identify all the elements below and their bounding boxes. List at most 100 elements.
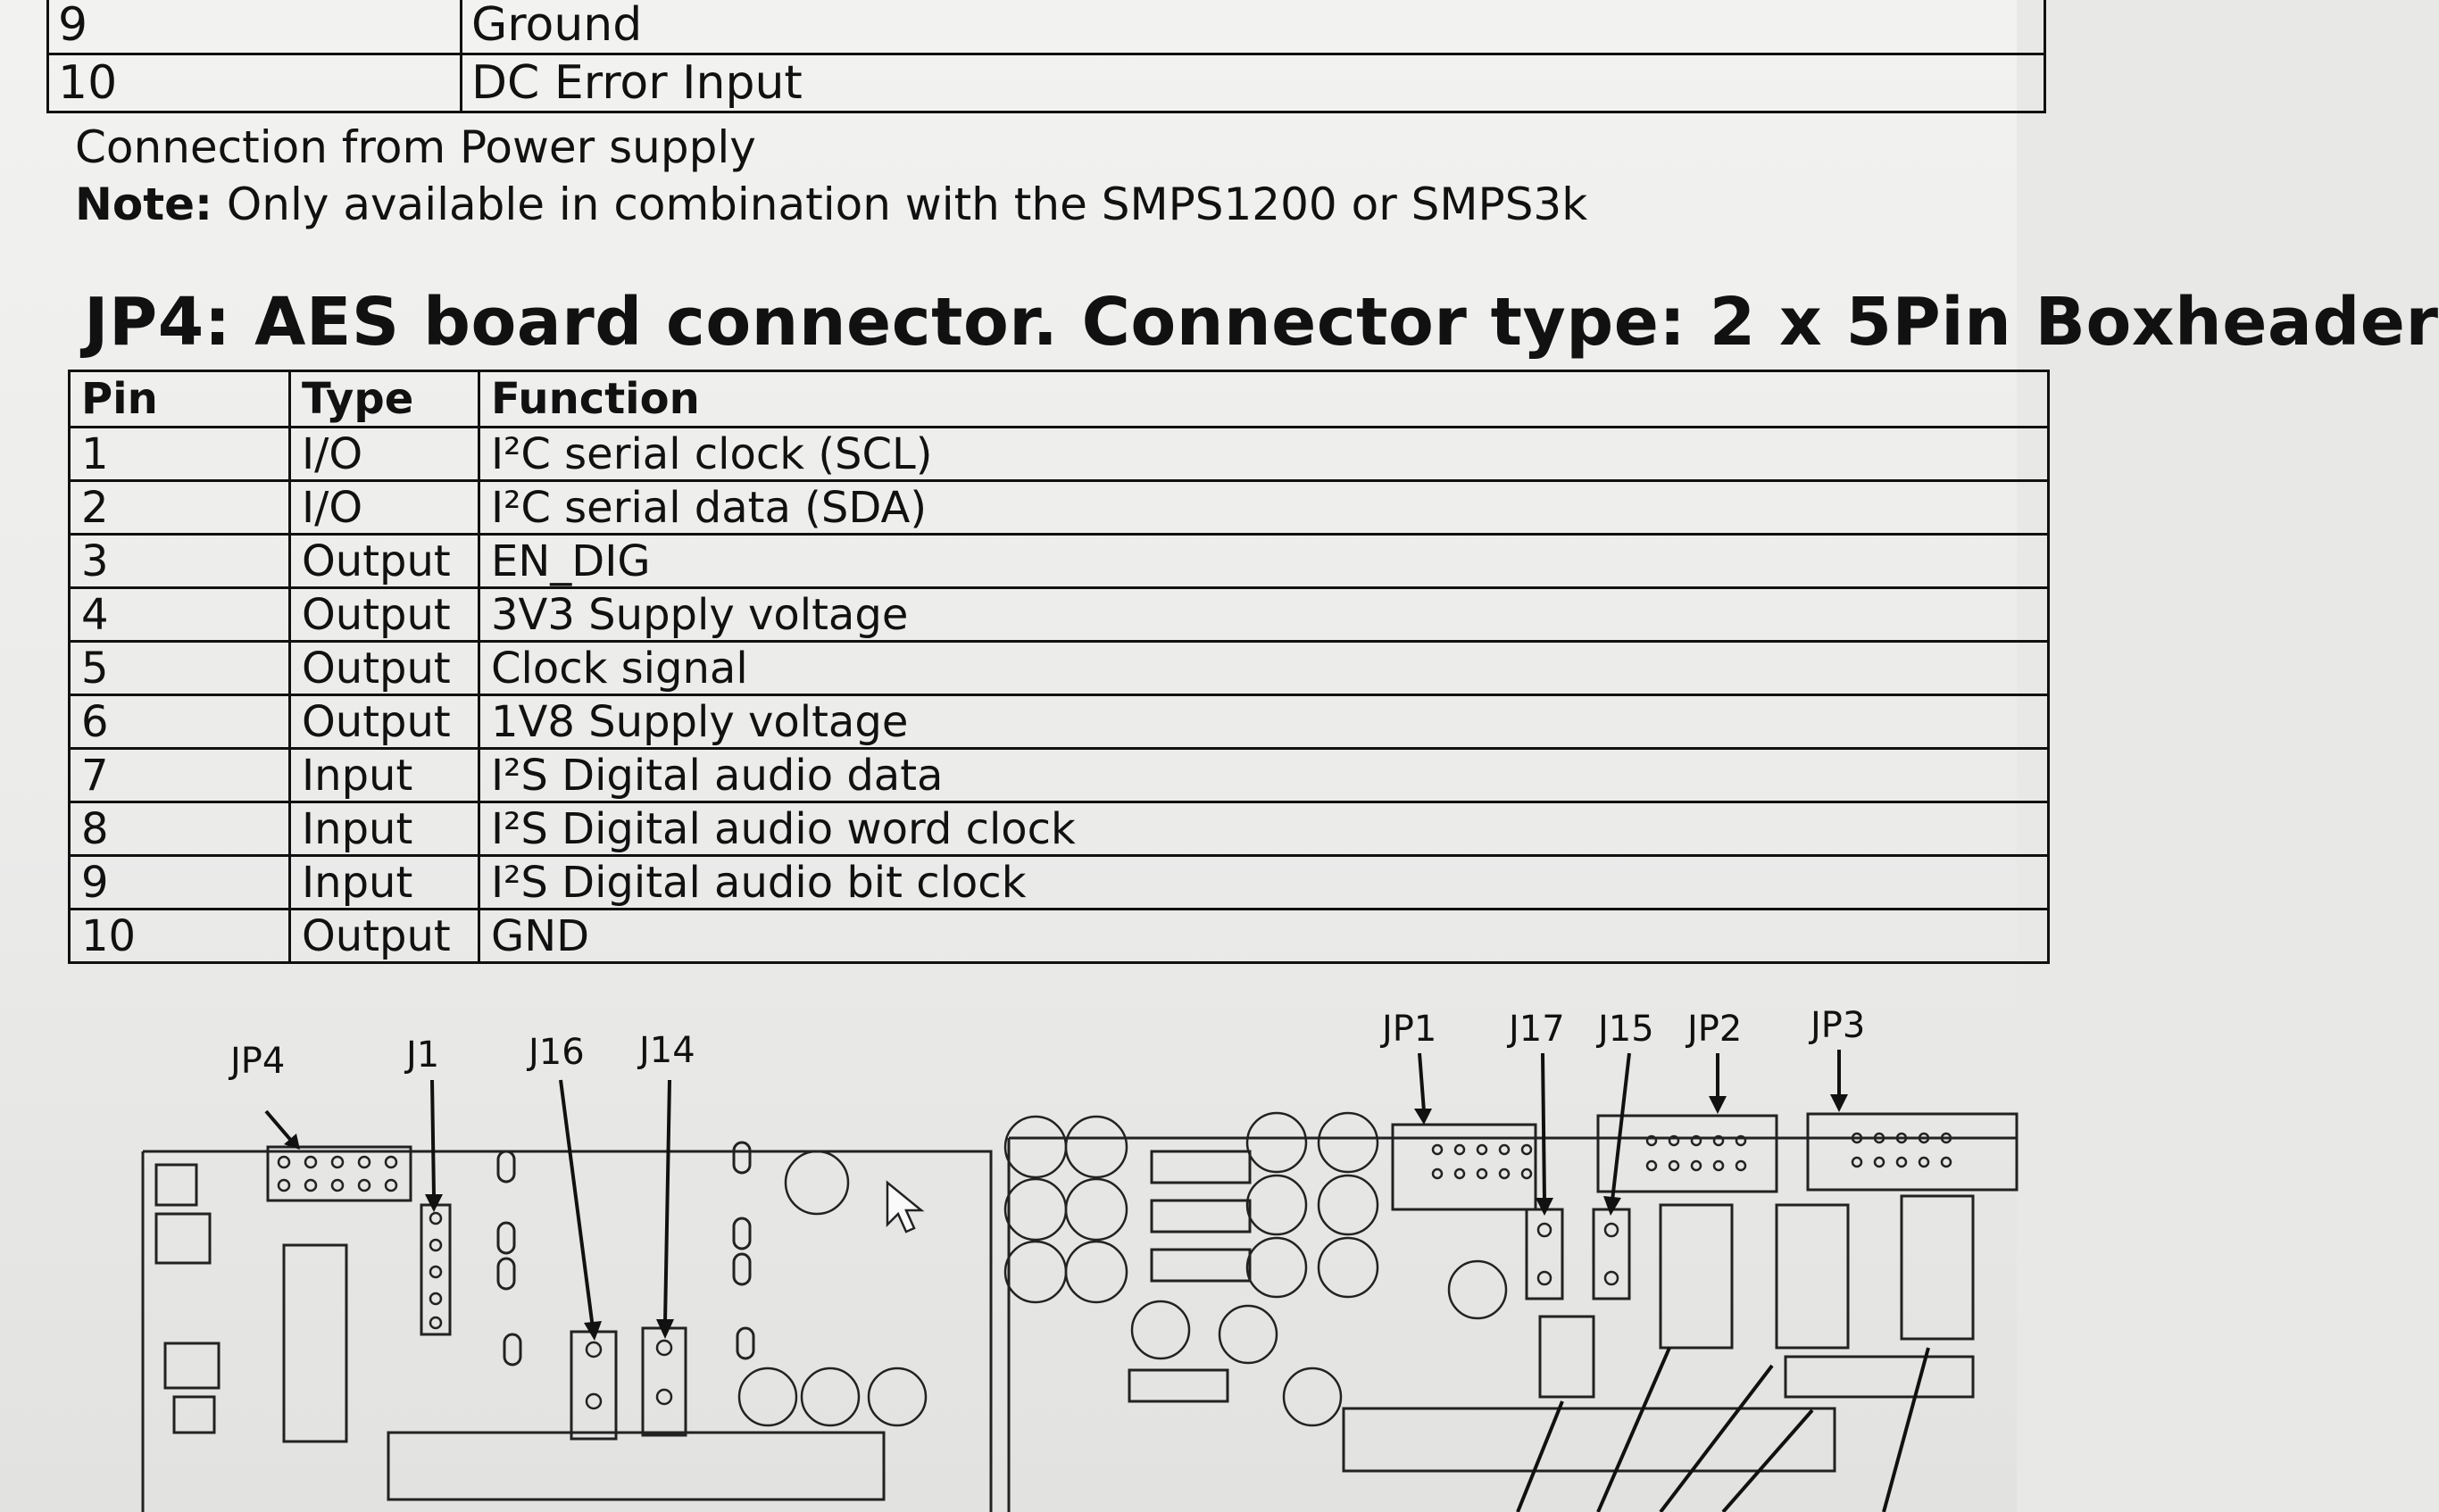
type-cell: Input bbox=[288, 747, 480, 803]
label-j15: J15 bbox=[1595, 1009, 1654, 1050]
pin-strip bbox=[1784, 1355, 1975, 1399]
type-cell: Output bbox=[288, 908, 480, 964]
function-cell: 3V3 Supply voltage bbox=[478, 586, 2050, 643]
pin-cell: 8 bbox=[68, 801, 291, 857]
arrowhead bbox=[656, 1319, 674, 1339]
pin-cell: 7 bbox=[68, 747, 291, 803]
tall-connector bbox=[1775, 1203, 1850, 1350]
capacitors bbox=[737, 1111, 1508, 1427]
function-cell: Ground bbox=[460, 0, 2046, 55]
small-connector bbox=[163, 1342, 221, 1390]
type-cell: Input bbox=[288, 801, 480, 857]
three-pin-block bbox=[1150, 1199, 1252, 1234]
jp2-header bbox=[1596, 1114, 1778, 1193]
arrowhead bbox=[284, 1134, 300, 1150]
j1-pins bbox=[429, 1211, 443, 1330]
arrow-j17 bbox=[1541, 1052, 1546, 1201]
function-cell: I²S Digital audio word clock bbox=[478, 801, 2050, 857]
table-row: 9 Ground bbox=[46, 0, 2046, 55]
j14-connector bbox=[641, 1326, 687, 1437]
small-connector bbox=[154, 1212, 212, 1265]
type-cell: I/O bbox=[288, 426, 480, 482]
arrowhead bbox=[1603, 1196, 1621, 1216]
resistor bbox=[496, 1257, 516, 1291]
pin-cell: 5 bbox=[68, 640, 291, 696]
resistor bbox=[732, 1252, 752, 1286]
arrow-j15 bbox=[1611, 1052, 1631, 1201]
arrow-j1 bbox=[430, 1079, 436, 1197]
tall-connector bbox=[1900, 1194, 1975, 1341]
pin-cell: 3 bbox=[68, 533, 291, 589]
pin-cell: 6 bbox=[68, 694, 291, 750]
type-cell: Output bbox=[288, 694, 480, 750]
arrowhead bbox=[1709, 1096, 1727, 1114]
resistor bbox=[736, 1326, 755, 1360]
small-connector bbox=[172, 1395, 216, 1434]
type-cell: Output bbox=[288, 533, 480, 589]
three-pin-block bbox=[1128, 1368, 1229, 1403]
pin-cell: 2 bbox=[68, 479, 291, 536]
board-outline-left bbox=[141, 1150, 993, 1512]
function-cell: I²S Digital audio bit clock bbox=[478, 854, 2050, 910]
function-cell: 1V8 Supply voltage bbox=[478, 694, 2050, 750]
note-label: Note: bbox=[75, 179, 213, 230]
label-jp4: JP4 bbox=[228, 1041, 285, 1082]
arrowhead bbox=[584, 1321, 602, 1341]
arrow-jp4 bbox=[264, 1109, 295, 1144]
arrowhead bbox=[1830, 1094, 1848, 1112]
resistor bbox=[732, 1217, 752, 1250]
pin-cell: 9 bbox=[68, 854, 291, 910]
label-j14: J14 bbox=[637, 1030, 695, 1071]
type-cell: I/O bbox=[288, 479, 480, 536]
arrow-j14 bbox=[663, 1079, 671, 1324]
label-j17: J17 bbox=[1506, 1009, 1565, 1050]
connection-caption: Connection from Power supply bbox=[75, 121, 756, 173]
label-j16: J16 bbox=[526, 1032, 585, 1073]
resistor bbox=[496, 1150, 516, 1184]
table-row: 10 DC Error Input bbox=[46, 53, 2046, 113]
pcb-layout-diagram: JP4 J1 J16 J14 JP1 J17 J15 JP2 JP3 bbox=[141, 1005, 2019, 1512]
jp4-pins bbox=[277, 1155, 398, 1192]
label-jp2: JP2 bbox=[1685, 1009, 1742, 1050]
label-j1: J1 bbox=[404, 1034, 439, 1076]
header-function: Function bbox=[478, 370, 2050, 428]
arrows-bottom bbox=[1516, 1347, 1930, 1512]
j16-connector bbox=[570, 1330, 618, 1441]
header-pin: Pin bbox=[68, 370, 291, 428]
label-jp3: JP3 bbox=[1808, 1005, 1865, 1046]
function-cell: DC Error Input bbox=[460, 53, 2046, 113]
type-cell: Input bbox=[288, 854, 480, 910]
function-cell: I²C serial clock (SCL) bbox=[478, 426, 2050, 482]
label-jp1: JP1 bbox=[1379, 1009, 1436, 1050]
ic-block bbox=[282, 1243, 348, 1443]
pin-cell: 10 bbox=[68, 908, 291, 964]
resistor bbox=[496, 1221, 516, 1255]
function-cell: I²C serial data (SDA) bbox=[478, 479, 2050, 536]
three-pin-block bbox=[1150, 1150, 1252, 1184]
arrowhead bbox=[425, 1194, 443, 1212]
header-type: Type bbox=[288, 370, 480, 428]
resistor bbox=[732, 1141, 752, 1175]
type-cell: Output bbox=[288, 640, 480, 696]
arrow-jp1 bbox=[1418, 1052, 1426, 1112]
jp3-header bbox=[1806, 1112, 2019, 1192]
function-cell: Clock signal bbox=[478, 640, 2050, 696]
header-pins bbox=[1431, 1132, 1952, 1180]
long-header bbox=[1342, 1407, 1836, 1473]
type-cell: Output bbox=[288, 586, 480, 643]
function-cell: GND bbox=[478, 908, 2050, 964]
jp1-header bbox=[1391, 1123, 1537, 1211]
arrowhead bbox=[1536, 1198, 1553, 1216]
arrowhead bbox=[1414, 1109, 1432, 1125]
